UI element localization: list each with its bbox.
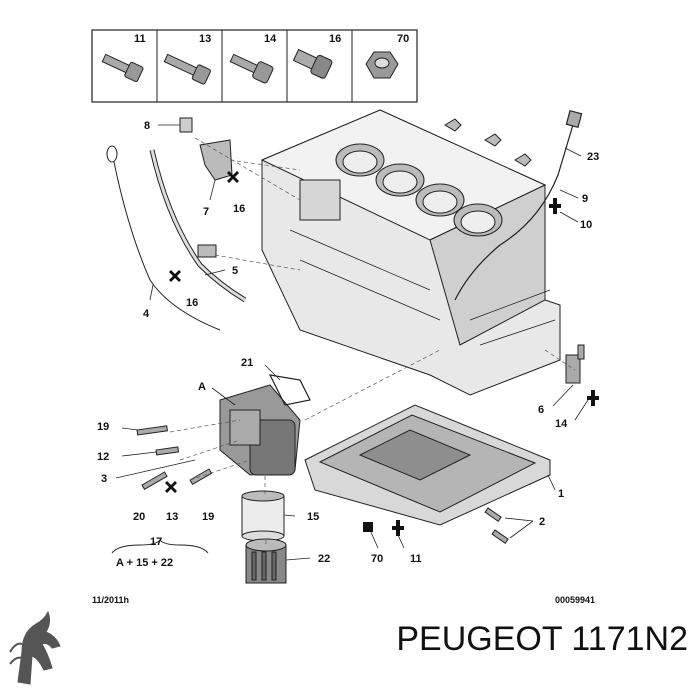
bolt-icon	[292, 48, 333, 79]
bolt-icon	[163, 53, 211, 85]
gasket	[268, 374, 311, 406]
callout-label: 9	[582, 193, 588, 205]
callout-label: 1	[558, 488, 564, 500]
bolt-icon	[101, 53, 144, 82]
kit-label: A + 15 + 22	[116, 557, 173, 569]
guide-lines	[169, 137, 576, 546]
callout-label: 7	[203, 206, 209, 218]
oil-pan	[304, 404, 551, 526]
parts-box-label: 16	[329, 33, 341, 45]
bolt-icon	[136, 425, 213, 491]
diagram-code: 00059941	[555, 595, 595, 605]
filter-element	[241, 490, 285, 542]
callout-label: 15	[307, 511, 319, 523]
callout-label: 6	[538, 404, 544, 416]
callout-label: 5	[232, 265, 238, 277]
parts-box: 11 13 14 16 70	[91, 29, 418, 103]
callout-label: 2	[539, 516, 545, 528]
parts-box-label: 70	[397, 33, 409, 45]
bolt-icon	[229, 53, 274, 84]
plus-marker	[392, 198, 599, 536]
oil-filter-housing	[219, 384, 301, 476]
kit-brace	[111, 539, 209, 554]
bolt-icon	[484, 507, 509, 544]
sensor	[565, 344, 585, 384]
callout-label: 23	[587, 151, 599, 163]
callout-label: 16	[186, 297, 198, 309]
callout-label: 70	[371, 553, 383, 565]
filter-cap	[245, 538, 287, 584]
callout-label: 10	[580, 219, 592, 231]
callout-label: 13	[166, 511, 178, 523]
callout-label: 20	[133, 511, 145, 523]
callout-label: 8	[144, 120, 150, 132]
clip-icon	[444, 118, 532, 167]
callout-label: 14	[555, 418, 568, 430]
callout-label: 3	[101, 473, 107, 485]
callout-label: 19	[97, 421, 109, 433]
leader-lines	[115, 124, 589, 561]
dipstick-guide-tube	[149, 149, 247, 303]
callout-label: 19	[202, 511, 214, 523]
callout-label: 12	[97, 451, 109, 463]
caption: PEUGEOT 1171N2	[396, 620, 688, 658]
callout-label: 4	[143, 308, 150, 320]
diagram-date: 11/2011h	[92, 595, 129, 605]
square-marker	[363, 522, 373, 532]
callout-label: 11	[410, 553, 422, 565]
dipstick-tube	[454, 109, 583, 301]
parts-box-label: 13	[199, 33, 211, 45]
peugeot-lion-logo	[9, 610, 61, 685]
parts-box-label: 14	[264, 33, 277, 45]
dipstick	[106, 145, 221, 331]
parts-box-label: 11	[134, 33, 146, 45]
callout-label: 17	[150, 536, 162, 548]
callout-label: A	[198, 381, 206, 393]
cross-marker	[165, 171, 239, 493]
callout-label: 16	[233, 203, 245, 215]
callout-label: 22	[318, 553, 330, 565]
callout-label: 21	[241, 357, 253, 369]
bracket	[179, 117, 233, 181]
engine-block	[260, 109, 561, 396]
nut-icon	[365, 51, 399, 79]
